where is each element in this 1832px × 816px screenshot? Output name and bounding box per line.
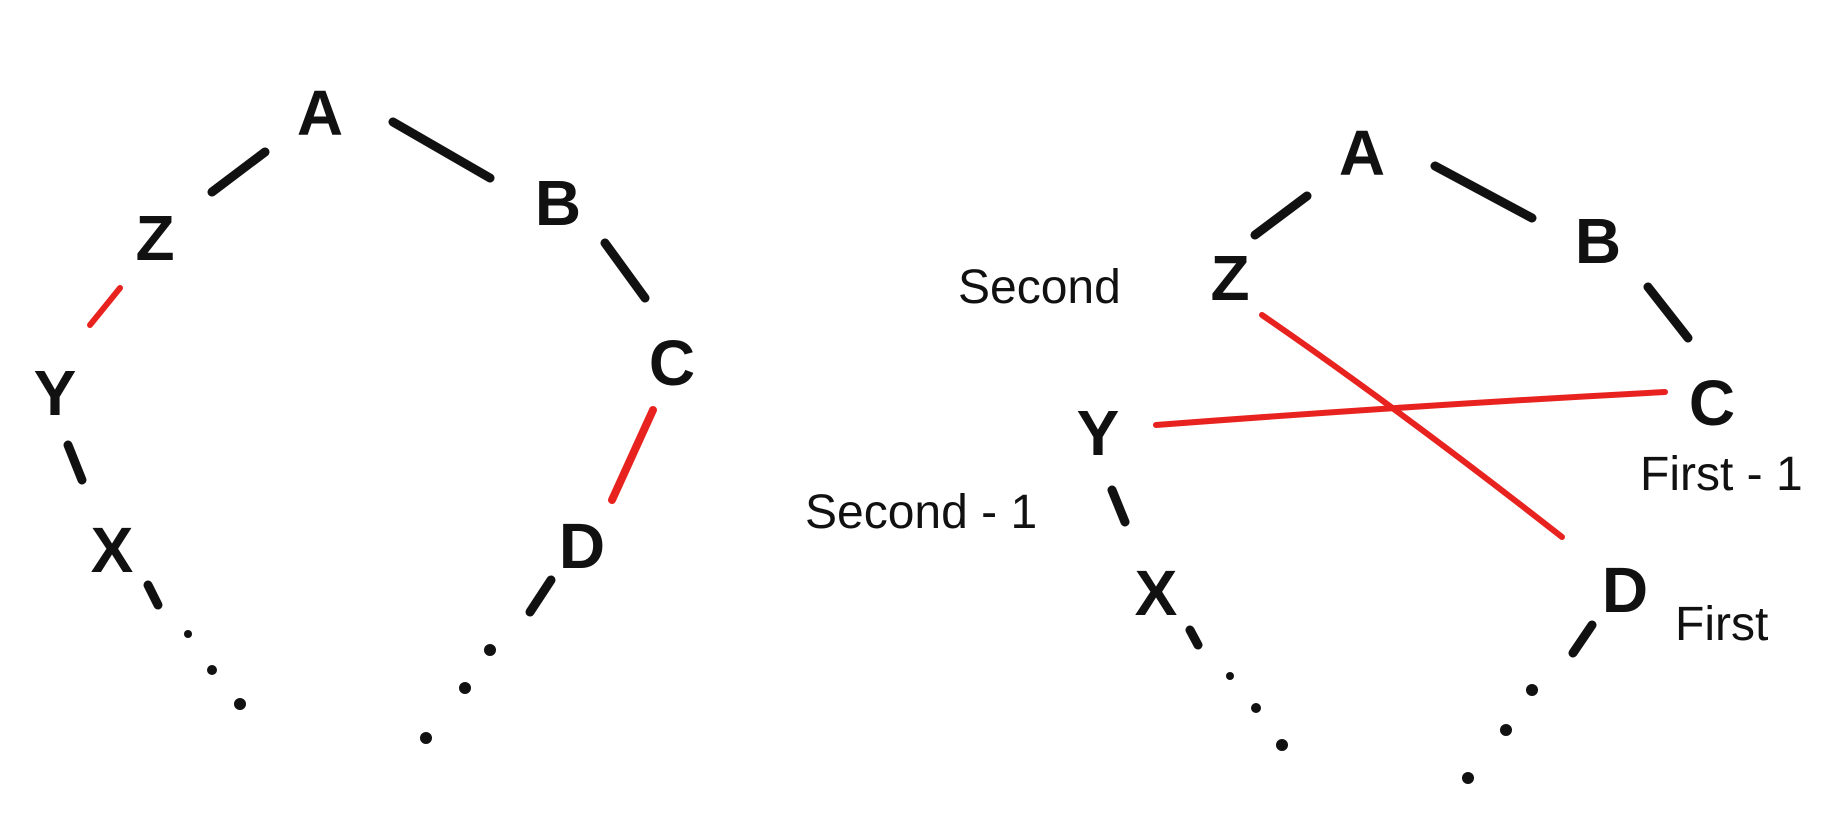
left-dot-1 (184, 630, 192, 638)
left-edge-z-y (87, 285, 123, 328)
right-edge-y-c-swap (1153, 389, 1668, 428)
label-second-minus-1: Second - 1 (805, 486, 1037, 539)
left-dot-4 (484, 644, 496, 656)
right-node-c: C (1689, 367, 1735, 439)
left-dot-5 (459, 682, 471, 694)
left-node-z: Z (135, 202, 174, 274)
right-dot-5 (1500, 724, 1512, 736)
left-edge-d-dots (525, 575, 556, 617)
right-node-a: A (1339, 117, 1385, 189)
left-edge-a-b (388, 117, 495, 183)
right-node-x: X (1135, 557, 1178, 629)
label-second: Second (958, 261, 1121, 314)
right-dot-1 (1226, 672, 1234, 680)
left-dot-6 (420, 732, 432, 744)
left-node-c: C (649, 327, 695, 399)
right-node-z: Z (1210, 242, 1249, 314)
label-first: First (1675, 598, 1768, 651)
right-node-y: Y (1077, 397, 1120, 469)
right-dot-6 (1462, 772, 1474, 784)
left-edge-y-x (63, 440, 87, 485)
right-diagram: A B Z C Y D X Second Second - 1 First - … (805, 117, 1803, 784)
left-node-b: B (535, 167, 581, 239)
left-edge-b-c (600, 238, 650, 303)
left-dot-3 (234, 698, 246, 710)
left-diagram: A B Z C Y D X (34, 77, 695, 744)
left-edge-c-d (608, 406, 657, 504)
right-edge-z-a (1250, 191, 1312, 240)
right-edge-y-x (1107, 485, 1130, 527)
right-dot-3 (1276, 739, 1288, 751)
right-edge-b-c (1643, 282, 1693, 343)
left-node-a: A (297, 77, 343, 149)
left-edge-x-dots (143, 580, 163, 610)
left-node-x: X (91, 514, 134, 586)
left-edge-z-a (207, 147, 270, 197)
right-edge-x-dots (1185, 625, 1203, 650)
label-first-minus-1: First - 1 (1640, 448, 1803, 501)
right-dot-2 (1251, 703, 1261, 713)
right-edge-a-b (1430, 161, 1537, 223)
left-dot-2 (207, 665, 217, 675)
right-node-b: B (1575, 205, 1621, 277)
right-dot-4 (1526, 684, 1538, 696)
right-edge-d-dots (1568, 620, 1597, 658)
left-node-d: D (559, 510, 605, 582)
right-edge-z-d-swap (1259, 312, 1565, 540)
left-node-y: Y (34, 357, 77, 429)
right-node-d: D (1602, 554, 1648, 626)
